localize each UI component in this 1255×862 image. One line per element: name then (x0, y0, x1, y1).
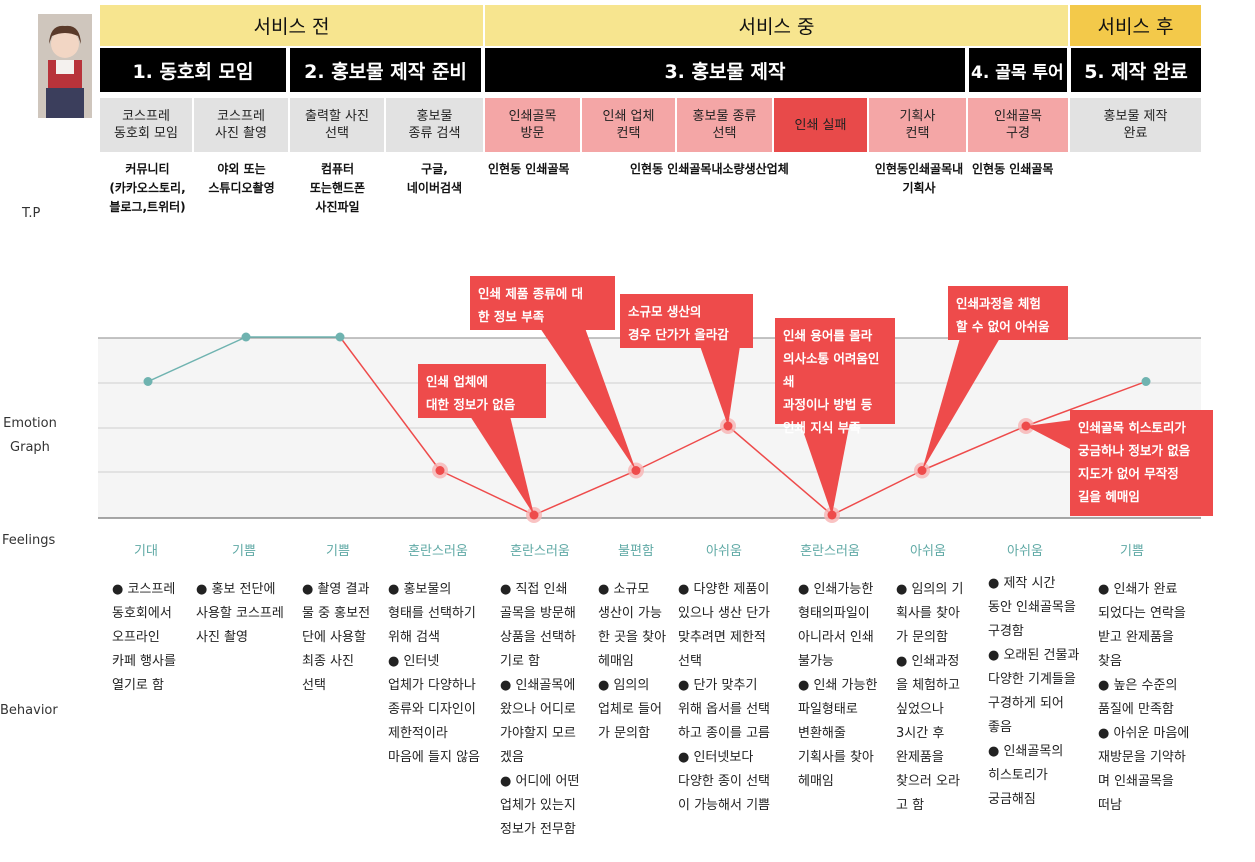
step-3: 출력할 사진 선택 (290, 98, 384, 152)
emotion-line-segment (533, 469, 637, 516)
behavior-7: ● 다양한 제품이 있으나 생산 단가 맞추려면 제한적 선택 ● 단가 맞추기… (678, 582, 770, 813)
step-6: 인쇄 업체 컨택 (582, 98, 675, 152)
stage-1: 1. 동호회 모임 (100, 48, 288, 92)
emotion-point (1141, 377, 1151, 386)
phase-before-label: 서비스 전 (253, 16, 330, 38)
callout-pointer (470, 416, 534, 515)
behavior-5: ● 직접 인쇄 골목을 방문해 상품을 선택하 기로 함 ● 인쇄골목에 왔으나… (500, 582, 580, 837)
callout-history-map: 인쇄골목 히스토리가 궁금하나 정보가 없음 지도가 없어 무작정 길을 헤매임 (1070, 410, 1213, 516)
touchpoint-print-alley-tour: 인현동 인쇄골목 (972, 162, 1054, 176)
emotion-point (335, 332, 345, 342)
step-1: 코스프레 동호회 모임 (100, 98, 192, 152)
phase-during-label: 서비스 중 (738, 16, 815, 38)
step-4: 홍보물 종류 검색 (386, 98, 483, 152)
touchpoint-community: 커뮤니티 (카카오스토리, 블로그,트위터) (109, 162, 186, 214)
behavior-3: ● 촬영 결과 물 중 홍보전 단에 사용할 최종 사진 선택 (302, 582, 371, 693)
stage-3: 3. 홍보물 제작 (485, 48, 967, 92)
emotion-line-segment (635, 425, 729, 472)
callout-unit-price: 소규모 생산의 경우 단가가 올라감 (620, 294, 753, 348)
feeling-3: 기쁨 (326, 544, 350, 559)
emotion-point (143, 377, 153, 386)
behavior-4: ● 홍보물의 형태를 선택하기 위해 검색 ● 인터넷 업체가 다양하나 종류와… (388, 582, 480, 765)
callout-product-info: 인쇄 제품 종류에 대 한 정보 부족 (470, 276, 615, 330)
callout-no-vendor-info: 인쇄 업체에 대한 정보가 없음 (418, 364, 546, 418)
step-5: 인쇄골목 방문 (485, 98, 580, 152)
step-10: 인쇄골목 구경 (968, 98, 1068, 152)
step-2: 코스프레 사진 촬영 (194, 98, 288, 152)
step-7: 홍보물 종류 선택 (677, 98, 772, 152)
callout-print-knowledge: 인쇄 용어를 몰라 의사소통 어려움인쇄 과정이나 방법 등 인쇄 지식 부족 (775, 318, 895, 435)
phase-before: 서비스 전 (100, 5, 483, 46)
callout-pointer (800, 422, 850, 515)
phase-during: 서비스 중 (485, 5, 1068, 46)
phase-after: 서비스 후 (1070, 5, 1201, 46)
feeling-2: 기쁨 (232, 544, 256, 559)
step-9: 기획사 컨택 (869, 98, 966, 152)
stage-2-label: 2. 홍보물 제작 준비 (304, 60, 467, 83)
stage-3-label: 3. 홍보물 제작 (664, 60, 786, 83)
emotion-line-segment (727, 425, 833, 516)
step-8: 인쇄 실패 (774, 98, 867, 152)
touchpoint-small-vendor: 인현동 인쇄골목내소량생산업체 (630, 162, 789, 176)
row-label-tp: T.P (22, 206, 41, 221)
emotion-point (241, 332, 251, 342)
touchpoint-print-alley: 인현동 인쇄골목 (488, 162, 570, 176)
feeling-7: 아쉬움 (706, 544, 742, 559)
emotion-line-segment (439, 469, 535, 516)
emotion-line-segment (831, 469, 923, 516)
persona-photo (38, 14, 92, 118)
touchpoint-photo-file: 컴퓨터 또는핸드폰 사진파일 (309, 162, 366, 214)
touchpoint-agency: 인현동인쇄골목내 기획사 (874, 162, 964, 195)
emotion-line-segment (1025, 380, 1147, 427)
behavior-1: ● 코스프레 동호회에서 오프라인 카페 행사를 열기로 함 (112, 582, 176, 693)
feeling-10: 아쉬움 (1007, 544, 1043, 559)
behavior-10: ● 제작 시간 동안 인쇄골목을 구경함 ● 오래된 건물과 다양한 기계들을 … (988, 576, 1080, 807)
stage-5: 5. 제작 완료 (1071, 48, 1201, 92)
callout-pointer (540, 328, 636, 471)
persona-illustration (38, 14, 92, 118)
stage-2: 2. 홍보물 제작 준비 (290, 48, 483, 92)
touchpoint-photo-shoot: 야외 또는 스튜디오촬영 (208, 162, 275, 195)
behavior-2: ● 홍보 전단에 사용할 코스프레 사진 촬영 (196, 582, 284, 645)
stage-5-label: 5. 제작 완료 (1084, 60, 1188, 83)
phase-after-label: 서비스 후 (1097, 16, 1174, 38)
stage-4-label: 4. 골목 투어 (971, 62, 1064, 83)
behavior-8: ● 인쇄가능한 형태의파일이 아니라서 인쇄 불가능 ● 인쇄 가능한 파일형태… (798, 582, 878, 789)
feeling-1: 기대 (134, 544, 158, 559)
callout-pointer (700, 346, 740, 426)
behavior-6: ● 소규모 생산이 가능 한 곳을 찾아 헤매임 ● 임의의 업체로 들어 가 … (598, 582, 667, 741)
emotion-line-segment (339, 336, 441, 471)
row-label-emotion: Emotion Graph (3, 416, 57, 455)
feeling-6: 불편함 (618, 544, 654, 559)
behavior-9: ● 임의의 기 획사를 찾아 가 문의함 ● 인쇄과정 을 체험하고 싶었으나 … (896, 582, 964, 813)
step-11: 홍보물 제작 완료 (1070, 98, 1201, 152)
callout-pointer (922, 338, 1000, 471)
callout-pointer (1026, 420, 1072, 450)
stage-1-label: 1. 동호회 모임 (132, 60, 254, 83)
behavior-11: ● 인쇄가 완료 되었다는 연락을 받고 완제품을 찾음 ● 높은 수준의 품질… (1098, 582, 1190, 813)
feeling-9: 아쉬움 (910, 544, 946, 559)
feeling-11: 기쁨 (1120, 544, 1144, 559)
touchpoint-search: 구글, 네이버검색 (406, 162, 463, 195)
callout-experience: 인쇄과정을 체험 할 수 없어 아쉬움 (948, 286, 1068, 340)
emotion-line-segment (147, 336, 247, 383)
feeling-4: 혼란스러움 (408, 544, 468, 559)
row-label-behavior: Behavior (0, 703, 58, 718)
emotion-point (435, 466, 445, 475)
feeling-5: 혼란스러움 (510, 544, 570, 559)
emotion-line-segment (921, 425, 1027, 472)
stage-4: 4. 골목 투어 (969, 48, 1069, 92)
row-label-feelings: Feelings (2, 533, 56, 548)
feeling-8: 혼란스러움 (800, 544, 860, 559)
